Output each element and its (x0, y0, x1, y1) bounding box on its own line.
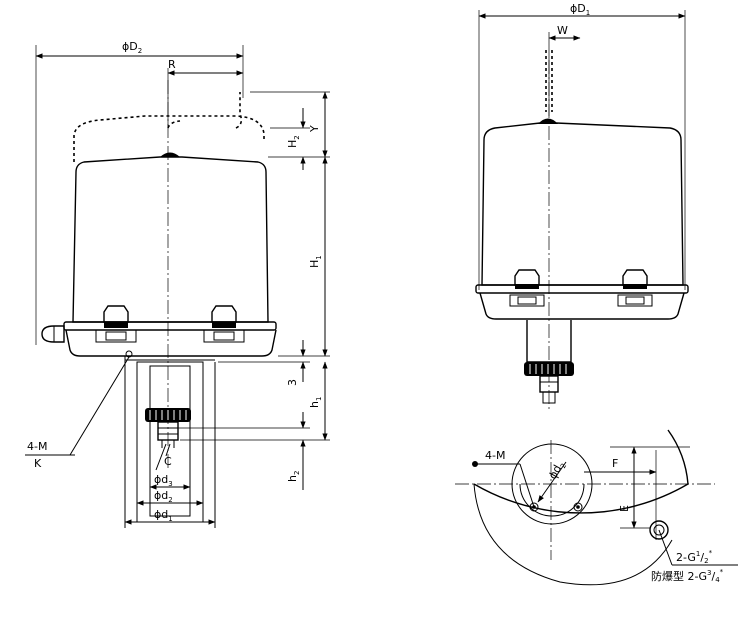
inner-arc-2 (519, 483, 585, 517)
dim-d1-label: ϕd1 (154, 508, 173, 523)
handle-swing-envelope (545, 50, 553, 112)
base-flange (63, 321, 277, 331)
side-fitting (41, 325, 65, 343)
knurl-lines (529, 364, 567, 374)
dim-E-label: E (618, 505, 631, 512)
dim-d2-label: ϕd2 (546, 459, 568, 483)
mount-hole (529, 502, 539, 512)
dim-d3-label: ϕd3 (154, 473, 173, 488)
cover-body (481, 122, 684, 286)
dim-H2-label: H2 (286, 135, 301, 148)
port-outer (649, 520, 669, 540)
leader-port (658, 529, 673, 566)
dim-3-label: 3 (286, 379, 299, 386)
leader-C (155, 443, 167, 471)
wing-bolt-right (617, 269, 653, 307)
dim-D1-label: ϕD1 (570, 2, 590, 17)
inner-arc-top (511, 443, 593, 485)
inner-arc (511, 483, 593, 525)
outer-arc-lower (473, 483, 673, 586)
side-view: ϕD1 W (475, 2, 689, 410)
mount-hole-center (576, 505, 580, 509)
dim-R-label: R (168, 58, 176, 71)
handle-swing-arc (235, 92, 243, 129)
top-knob (538, 118, 558, 124)
dim-h1-label: h1 (308, 397, 323, 408)
leader-4M (519, 463, 535, 508)
front-view: ϕD2 R (25, 40, 330, 528)
dim-F-label: F (612, 457, 618, 470)
callout-4M: 4-M (27, 440, 47, 453)
wing-bolt-right (203, 305, 245, 343)
callout-explosion-proof: 防爆型 2-G3/4* (651, 568, 724, 584)
base-housing (479, 292, 685, 320)
dim-H1-label: H1 (308, 255, 323, 268)
callout-port: 2-G1/2* (676, 549, 713, 565)
leader-4M (69, 356, 130, 456)
dim-Y-label: Y (308, 125, 321, 133)
callout-K: K (34, 457, 42, 470)
knurl-lines (149, 410, 187, 420)
drain-valve (539, 375, 559, 393)
cover-body (72, 156, 269, 323)
base-flange (475, 284, 689, 294)
handle-swing-arc (167, 120, 181, 129)
leader-C (165, 443, 171, 457)
valve-tip (161, 440, 175, 448)
dim-W-label: W (557, 24, 568, 37)
dim-h2-label: h2 (286, 471, 301, 482)
callout-C: C (164, 455, 172, 468)
mount-pipe-inner (149, 365, 191, 517)
wing-bolt-left (95, 305, 137, 343)
dim-d2-label: ϕd2 (154, 489, 173, 504)
callout-4M: 4-M (485, 449, 505, 462)
wing-bolt-left (509, 269, 545, 307)
drain-valve (157, 421, 179, 441)
valve-tip (542, 392, 556, 404)
mount-hole (573, 502, 583, 512)
top-knob (160, 152, 180, 157)
bottom-view: 4-M ϕd2 F E 2-G1/2* 防爆型 2-G3/4* (455, 429, 738, 586)
handle-swing-envelope (73, 115, 265, 162)
dim-d2-line (537, 461, 567, 503)
base-housing (65, 329, 277, 357)
port-inner (653, 524, 665, 536)
dim-D2-label: ϕD2 (122, 40, 142, 55)
